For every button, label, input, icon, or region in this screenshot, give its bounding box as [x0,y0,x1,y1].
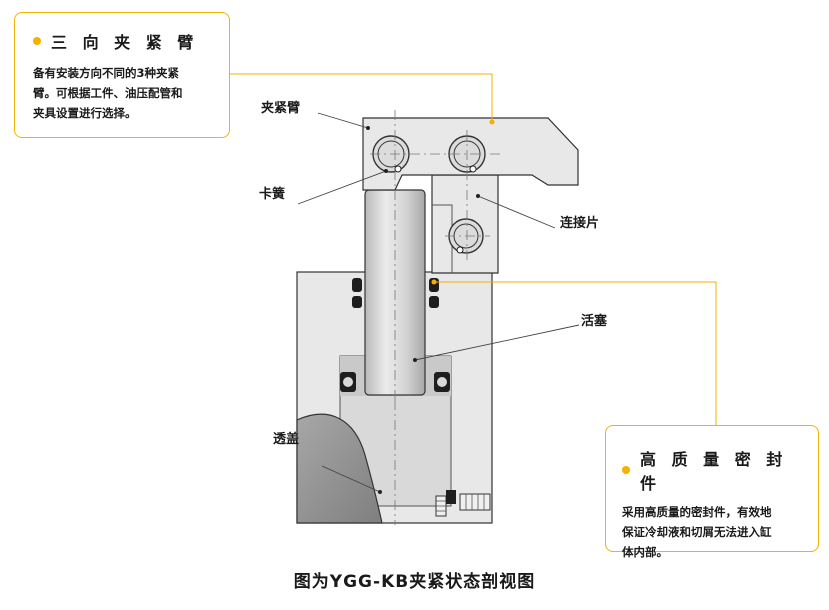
callout-seal-heading: 高 质 量 密 封 件 [622,446,808,494]
callout-arm-desc-line: 备有安装方向不同的3种夹紧 [33,66,180,80]
centerlines [370,110,500,525]
piston-seals [340,372,450,392]
callout-connector-dots [431,119,495,285]
bullet-dot-icon [33,37,41,45]
label-clamp-arm: 夹紧臂 [261,101,301,116]
callout-seal-desc-line: 保证冷却液和切屑无法进入缸 [622,525,772,539]
callout-arm-desc-line: 夹具设置进行选择。 [33,106,137,120]
bottom-fittings [435,490,491,517]
callout-seal-desc-line: 体内部。 [622,545,668,559]
transparent-cover [296,413,383,524]
callout-three-way-clamp-arm: 三 向 夹 紧 臂 备有安装方向不同的3种夹紧 臂。可根据工件、油压配管和 夹具… [14,12,230,138]
callout-arm-title: 三 向 夹 紧 臂 [51,33,199,52]
callout-connectors [230,73,717,425]
leader-lines [297,112,580,493]
callout-seal-desc-line: 采用高质量的密封件，有效地 [622,505,772,519]
callout-seal-title: 高 质 量 密 封 件 [640,450,788,493]
label-link-plate: 连接片 [560,216,600,231]
figure-caption: 图为YGG-KB夹紧状态剖视图 [293,572,536,592]
bullet-dot-icon [622,466,630,474]
callout-arm-desc-line: 臂。可根据工件、油压配管和 [33,86,183,100]
callout-seal-description: 采用高质量的密封件，有效地 保证冷却液和切屑无法进入缸 体内部。 [622,502,808,562]
leader-dots [366,126,480,494]
callout-high-quality-seal: 高 质 量 密 封 件 采用高质量的密封件，有效地 保证冷却液和切屑无法进入缸 … [605,425,819,559]
callout-arm-heading: 三 向 夹 紧 臂 [33,29,217,53]
label-circlip: 卡簧 [259,187,286,202]
callout-arm-description: 备有安装方向不同的3种夹紧 臂。可根据工件、油压配管和 夹具设置进行选择。 [33,63,217,123]
label-transparent-cover: 透盖 [273,432,300,447]
label-piston: 活塞 [581,314,608,329]
